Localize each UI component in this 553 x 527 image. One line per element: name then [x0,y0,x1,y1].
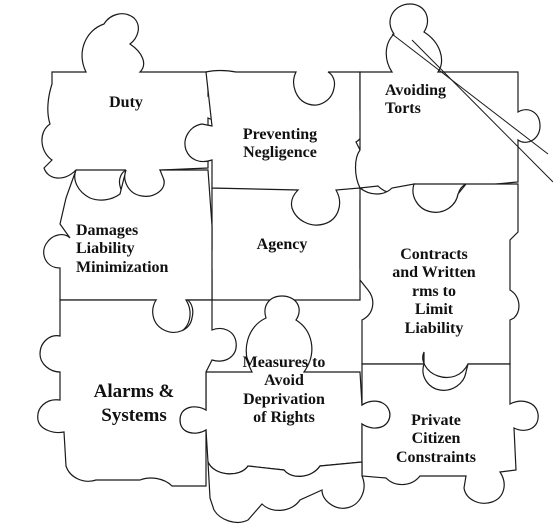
label-private-citizen: Private Citizen Constraints [395,412,476,466]
label-contracts: Contracts and Written rms to Limit Liabi… [392,246,476,337]
label-duty: Duty [109,94,143,111]
puzzle-piece-damages [43,169,213,336]
puzzle-piece-bottom-fragment [207,461,365,523]
puzzle-piece-alarms [37,299,237,487]
label-alarms-systems: Alarms & Systems [93,381,175,426]
label-damages-liability-minimization: Damages Liability Minimization [76,222,169,276]
label-agency: Agency [256,236,308,253]
pointer-line-1 [391,33,549,155]
label-preventing-negligence: Preventing Negligence [242,126,318,162]
pointer-line-2 [411,39,553,183]
label-avoiding-torts: Avoiding Torts [385,82,447,118]
label-measures: Measures to Avoid Deprivation of Rights [242,354,326,427]
puzzle-piece-private-citizen [361,363,539,504]
